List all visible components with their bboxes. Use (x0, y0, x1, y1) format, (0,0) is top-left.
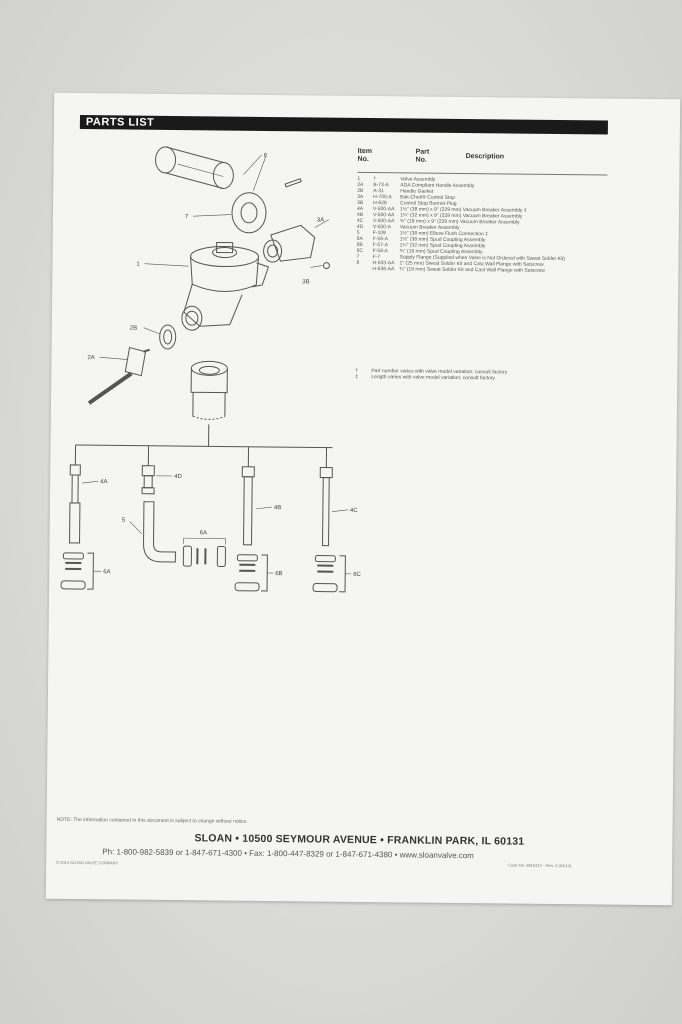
label-4a: 4A (100, 479, 107, 485)
spud-coupling-6a-middle-drawing (182, 537, 226, 568)
label-6b: 6B (275, 571, 282, 577)
label-8: 8 (264, 153, 268, 159)
label-3b: 3B (302, 279, 309, 285)
exploded-parts-diagram: 8 7 3A 1 3B 2B 2A 4A 4D 4B 4C 5 6A 6A 6B… (60, 146, 362, 593)
label-4c: 4C (350, 508, 358, 514)
handle-assembly-drawing (87, 346, 150, 405)
spud-coupling-6a-drawing (60, 552, 94, 590)
footer-copyright: © 2014 SLOAN VALVE COMPANY (56, 859, 119, 866)
sweat-solder-kit-drawing (155, 146, 302, 190)
valve-outlet-coupling-drawing (190, 360, 228, 420)
elbow-flush-connection-drawing (143, 501, 176, 563)
control-stop-drawing (263, 219, 330, 263)
vacuum-breaker-4a-drawing (69, 464, 81, 544)
vacuum-breaker-4d-drawing (141, 465, 155, 495)
vacuum-breaker-4b-drawing (241, 466, 255, 546)
label-3a: 3A (317, 218, 324, 224)
footer-code: Code No. 0816312 – Rev. 2 (04/14) (508, 862, 572, 869)
spud-coupling-6b-drawing (234, 554, 268, 592)
label-5: 5 (122, 517, 126, 523)
label-4b: 4B (274, 505, 281, 511)
parts-list-sheet: PARTS LIST Item No. Part No. Description… (45, 92, 681, 906)
label-7: 7 (185, 214, 189, 220)
label-6a-middle: 6A (200, 530, 207, 536)
label-4d: 4D (174, 474, 182, 480)
label-6a: 6A (103, 569, 110, 575)
label-2a: 2A (87, 355, 94, 361)
valve-body-drawing (181, 241, 270, 331)
label-2b: 2B (130, 326, 137, 332)
handle-gasket-drawing (159, 324, 177, 350)
vacuum-breaker-4c-drawing (319, 467, 333, 547)
label-6c: 6C (353, 572, 361, 578)
label-1: 1 (136, 262, 140, 268)
spud-coupling-6c-drawing (312, 555, 346, 593)
supply-flange-drawing (231, 192, 267, 234)
